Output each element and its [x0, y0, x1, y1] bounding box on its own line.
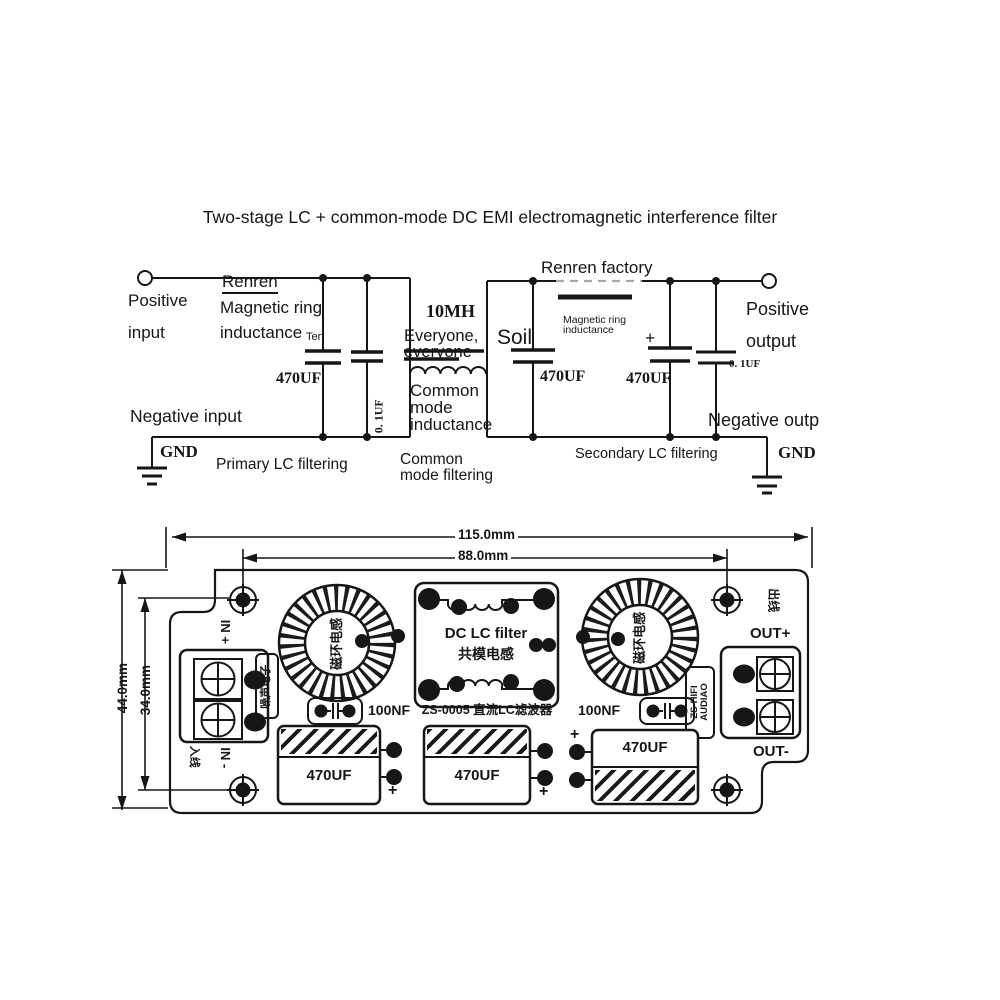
cap-c-value-label: 470UF	[622, 739, 668, 756]
dim-115mm-label: 115.0mm	[455, 527, 519, 543]
cap-100nf-right-label: 100NF	[578, 702, 621, 718]
primary-caption: Primary LC filtering	[216, 456, 348, 473]
cm-filtering-caption-l1: Common	[400, 451, 463, 468]
cap-100nf-left-label: 100NF	[368, 702, 411, 718]
mounting-holes	[227, 584, 743, 806]
magnetic-ring2-label-l1: Magnetic ring	[563, 314, 627, 326]
pad	[355, 634, 369, 648]
pad	[733, 707, 755, 727]
pad	[244, 712, 266, 732]
brand-label-box	[685, 666, 715, 739]
cap-c-plus-sign: +	[570, 726, 580, 743]
dim-88mm-label: 88.0mm	[455, 548, 512, 564]
mounting-hole	[711, 584, 743, 616]
pad	[576, 630, 590, 644]
mounting-hole	[711, 774, 743, 806]
gnd-left-label: GND	[160, 442, 198, 461]
pad	[391, 629, 405, 643]
in-minus-label: IN -	[217, 747, 233, 769]
common-mode-choke-symbol	[404, 349, 487, 375]
in-plus-label: IN +	[217, 619, 233, 644]
mounting-hole	[227, 774, 259, 806]
pad	[611, 632, 625, 646]
cap2-value-label: 0. 1UF	[371, 399, 386, 434]
positive-input-terminal	[137, 270, 153, 286]
soil-label: Soil	[497, 326, 533, 349]
noise-cn-label: 噪声电子	[260, 664, 273, 709]
choke-value-label: 10MH	[426, 301, 475, 321]
dimension-arrowheads	[117, 532, 808, 810]
dc-lc-filter-module	[413, 581, 560, 709]
dim-44mm-label: 44.0mm	[114, 662, 130, 714]
ground-symbol-right	[752, 475, 782, 495]
cap1-value-label: 470UF	[276, 370, 322, 387]
common-mode-label-l2: mode	[410, 398, 453, 417]
junction-dots	[319, 274, 720, 441]
pad	[733, 664, 755, 684]
in-terminal-block	[178, 648, 270, 744]
secondary-caption: Secondary LC filtering	[575, 446, 718, 462]
cap-b-plus-sign: +	[539, 783, 549, 800]
module-label-l2: 共模电感	[458, 646, 514, 662]
ten-subscript: Ten	[306, 331, 324, 343]
module-caption: ZS-0005 直流LC滤波器	[421, 703, 553, 717]
cap3-value-label: 470UF	[540, 368, 586, 385]
common-mode-label-l1: Common	[410, 381, 479, 400]
toroid-inductor-left	[277, 583, 405, 703]
positive-output-label-l1: Positive	[746, 299, 810, 319]
out-plus-label: OUT+	[750, 625, 791, 642]
choke-name-l2: everyone	[404, 343, 472, 361]
cap4-value-label: 470UF	[626, 370, 672, 387]
magnetic-ring-label-l1: Magnetic ring	[220, 298, 323, 317]
positive-output-label-l2: output	[746, 331, 797, 351]
brand-label: ZS-HIFI AUDIAO	[689, 667, 710, 737]
toroid1-cn-label: 磁环电感	[329, 617, 345, 670]
out-line-cn-label: 出线	[766, 588, 781, 613]
cap-b-polarity-hatch	[427, 729, 527, 754]
choke-coil	[409, 366, 487, 375]
module-label-l1: DC LC filter	[444, 625, 528, 642]
dim-34mm-label: 34.0mm	[137, 664, 153, 716]
cap-100nf-left	[307, 697, 363, 725]
magnetic-ring-label-l2: inductance	[220, 323, 303, 342]
board-outline	[168, 568, 810, 815]
gnd-right-label: GND	[778, 443, 816, 462]
common-mode-label-l3: inductance	[410, 415, 493, 434]
cap-b-value-label: 470UF	[454, 767, 500, 784]
cap-a-plus-sign: +	[388, 782, 398, 799]
page-title: Two-stage LC + common-mode DC EMI electr…	[202, 207, 778, 227]
toroid2-cn-label: 磁环电感	[632, 611, 648, 664]
cap5-value-label: 0. 1UF	[729, 358, 761, 370]
module-pads	[418, 588, 556, 701]
positive-output-terminal	[761, 273, 777, 289]
cap4-plus-sign: +	[645, 328, 656, 348]
renren-label: Renren	[222, 273, 278, 294]
negative-input-label: Negative input	[130, 406, 242, 426]
cap-100nf-right	[639, 697, 695, 725]
out-minus-label: OUT-	[753, 743, 789, 760]
negative-output-label: Negative outp	[708, 410, 820, 430]
choke-name-l1: Everyone,	[404, 327, 479, 345]
ground-symbol-left	[137, 437, 167, 486]
schematic-capacitors	[305, 278, 736, 437]
mounting-hole	[227, 584, 259, 616]
cap-a-polarity-hatch	[281, 729, 377, 754]
renren-factory-label: Renren factory	[541, 258, 653, 277]
cap-c-polarity-hatch	[595, 770, 695, 801]
in-line-cn-label: 入线	[187, 745, 200, 768]
brand-label-l2: AUDIAO	[699, 683, 710, 721]
magnetic-ring2-label-l2: inductance	[563, 324, 614, 336]
positive-input-label-l2: input	[128, 323, 165, 342]
cap-a-value-label: 470UF	[306, 767, 352, 784]
positive-input-label-l1: Positive	[128, 291, 188, 310]
cm-filtering-caption-l2: mode filtering	[400, 467, 494, 484]
pad	[244, 670, 266, 690]
out-terminal-block	[719, 645, 802, 740]
toroid-inductor-right	[576, 577, 700, 697]
